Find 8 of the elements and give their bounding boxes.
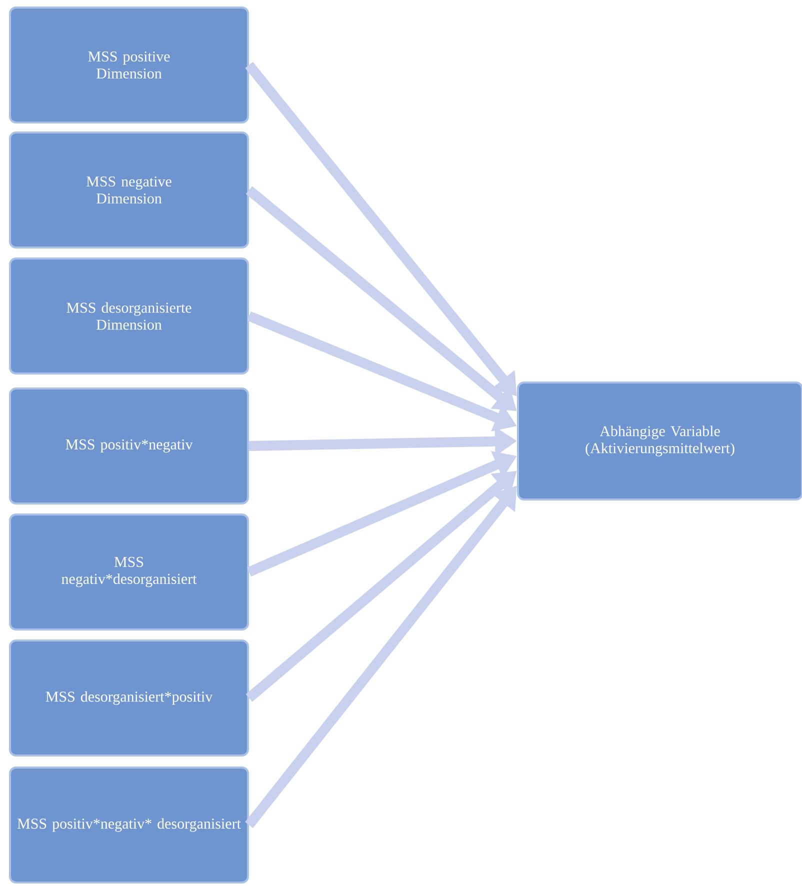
process-box: Abhängige Variable (Aktivierungsmittelwert) — [517, 382, 802, 500]
process-box: MSS negative Dimension — [9, 132, 249, 248]
process-box: MSS negativ*desorganisiert — [9, 514, 249, 630]
process-box: MSS positiv*negativ — [9, 388, 249, 504]
process-box: MSS positiv*negativ* desorganisiert — [9, 766, 249, 884]
process-box: MSS positive Dimension — [9, 6, 249, 124]
process-box: MSS desorganisierte Dimension — [9, 258, 249, 374]
process-box: MSS desorganisiert*positiv — [9, 640, 249, 756]
